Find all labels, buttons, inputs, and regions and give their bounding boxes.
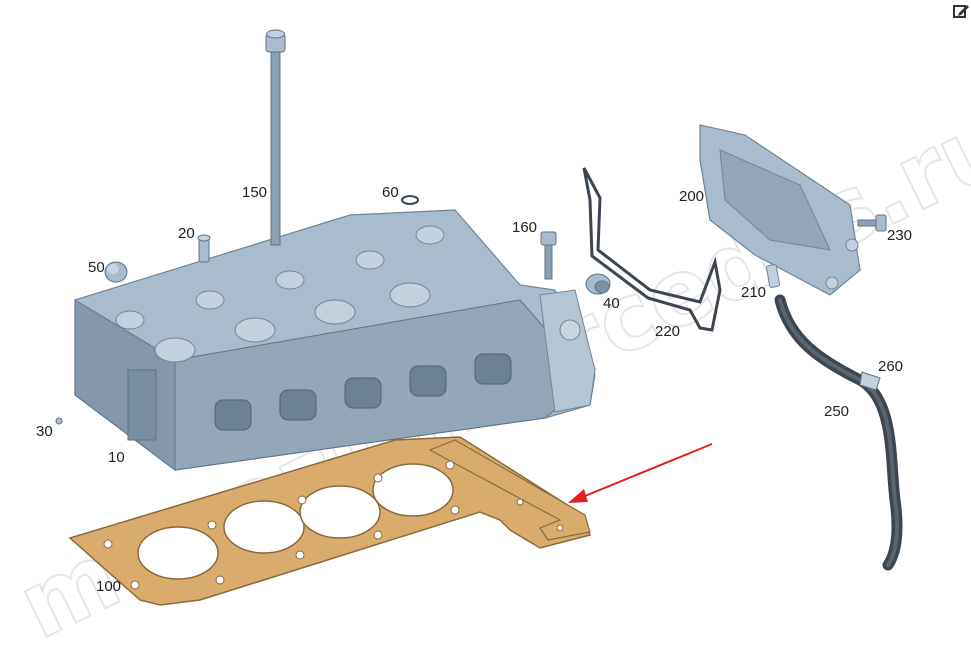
callout-label[interactable]: 10 <box>108 449 125 466</box>
callout-label[interactable]: 30 <box>36 423 53 440</box>
callout-label[interactable]: 230 <box>887 227 912 244</box>
callout-label[interactable]: 40 <box>603 295 620 312</box>
cap-40-part[interactable] <box>585 273 611 295</box>
callout-label[interactable]: 100 <box>96 578 121 595</box>
bolt-160-part[interactable] <box>540 231 557 280</box>
callout-label[interactable]: 250 <box>824 403 849 420</box>
callout-label[interactable]: 210 <box>741 284 766 301</box>
sleeve-part[interactable] <box>197 234 211 263</box>
callout-label[interactable]: 150 <box>242 184 267 201</box>
callout-label[interactable]: 50 <box>88 259 105 276</box>
o-ring-part[interactable] <box>401 195 419 205</box>
callout-label[interactable]: 60 <box>382 184 399 201</box>
edit-icon[interactable] <box>952 2 970 20</box>
cylinder-head-part[interactable] <box>74 209 596 471</box>
plug-part[interactable] <box>104 261 128 283</box>
callout-label[interactable]: 20 <box>178 225 195 242</box>
timing-cover-part[interactable] <box>699 124 861 296</box>
callout-label[interactable]: 160 <box>512 219 537 236</box>
head-bolt-part[interactable] <box>265 29 286 246</box>
callout-label[interactable]: 200 <box>679 188 704 205</box>
bolt-230-part[interactable] <box>857 214 887 232</box>
callout-label[interactable]: 220 <box>655 323 680 340</box>
ball-part[interactable] <box>55 417 63 425</box>
connector-210-part[interactable] <box>765 264 781 288</box>
callout-label[interactable]: 260 <box>878 358 903 375</box>
head-gasket-part[interactable] <box>68 436 592 606</box>
highlight-arrow <box>568 443 713 503</box>
breather-hose-part[interactable] <box>774 294 903 571</box>
cover-gasket-part[interactable] <box>582 167 722 332</box>
clip-260-part[interactable] <box>859 371 881 391</box>
